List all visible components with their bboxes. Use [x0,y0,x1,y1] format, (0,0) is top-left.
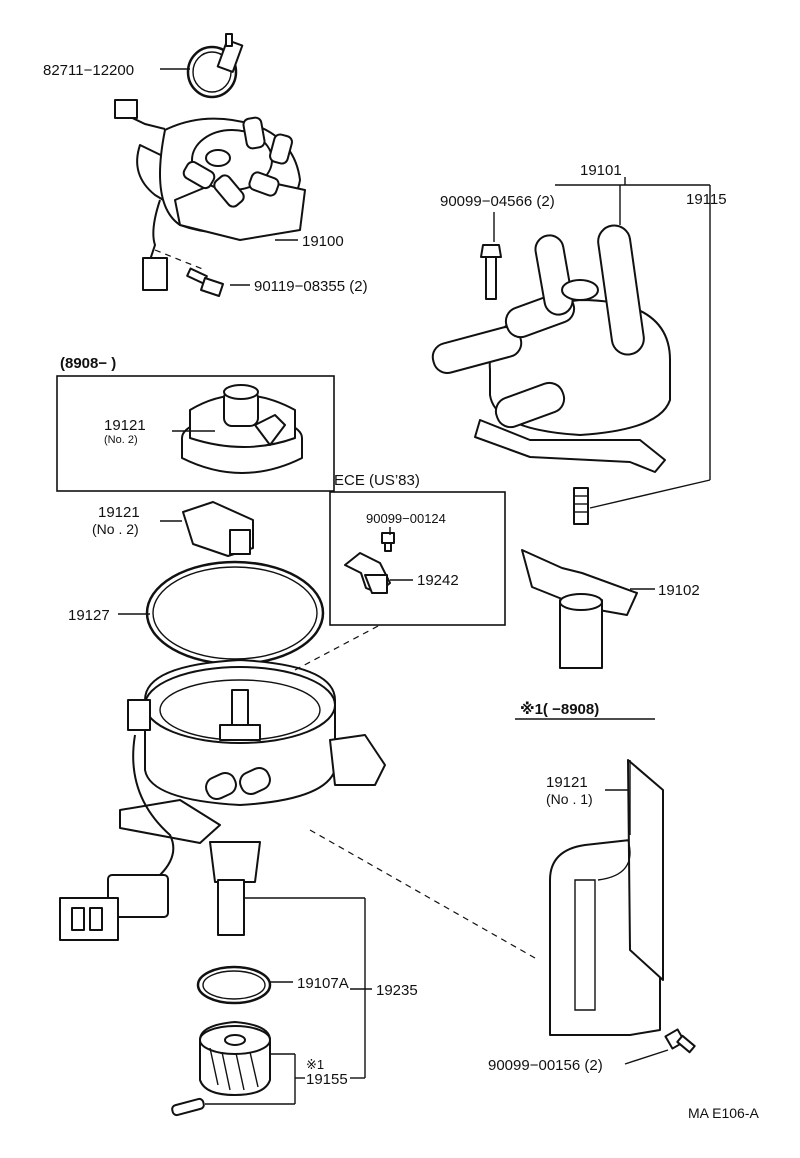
header-8908-box: (8908− ) [60,355,116,372]
header-note1: ※1( −8908) [520,700,599,718]
bolt-icon [480,244,502,300]
label-19102: 19102 [658,582,700,599]
label-19107a: 19107A [297,975,349,992]
label-19121-box-sub: (No. 2) [104,434,138,446]
label-90099-00156: 90099−00156 (2) [488,1057,603,1074]
hose-clamp-icon [186,33,244,99]
label-19121-box: 19121 [104,417,146,434]
bolt-icon [664,1028,696,1054]
distributor-assembly-icon [114,99,306,291]
label-19121-a: 19121 [98,504,140,521]
label-19242: 19242 [417,572,459,589]
distributor-housing-icon [119,659,386,936]
distributor-cap-icon [431,224,671,473]
label-82711-12200: 82711−12200 [43,62,134,79]
label-90119-08355: 90119−08355 (2) [254,278,368,295]
label-19121-a-sub: (No . 2) [92,521,139,537]
o-ring-icon [145,560,325,666]
label-90099-04566: 90099−04566 (2) [440,193,555,210]
bolt-icon [186,267,224,297]
bolt-icon [381,532,395,552]
connector-icon [59,734,175,941]
spring-icon [573,487,589,525]
label-19127: 19127 [68,607,110,624]
drive-gear-icon [171,1021,271,1117]
ece-box [329,491,506,626]
label-19100: 19100 [302,233,344,250]
label-note1-mark: ※1 [306,1057,324,1072]
label-19101: 19101 [580,162,622,179]
label-19121-b-sub: (No . 1) [546,791,593,807]
ece-bracket-icon [344,552,391,594]
label-90099-00124: 90099−00124 [366,511,446,526]
variant-box-8908 [56,375,335,492]
drawing-code: MA E106-A [688,1105,759,1121]
distributor-plate-icon [181,384,303,474]
label-19235: 19235 [376,982,418,999]
o-ring-icon [196,965,272,1005]
label-19115: 19115 [686,191,727,208]
label-19121-b: 19121 [546,774,588,791]
distributor-plate-icon [182,501,254,557]
label-19155: 19155 [306,1071,348,1088]
header-ece: ECE (US’83) [334,472,420,489]
dust-shield-icon [549,759,664,1036]
leader-lines [118,68,711,1105]
rotor-icon [521,549,638,669]
